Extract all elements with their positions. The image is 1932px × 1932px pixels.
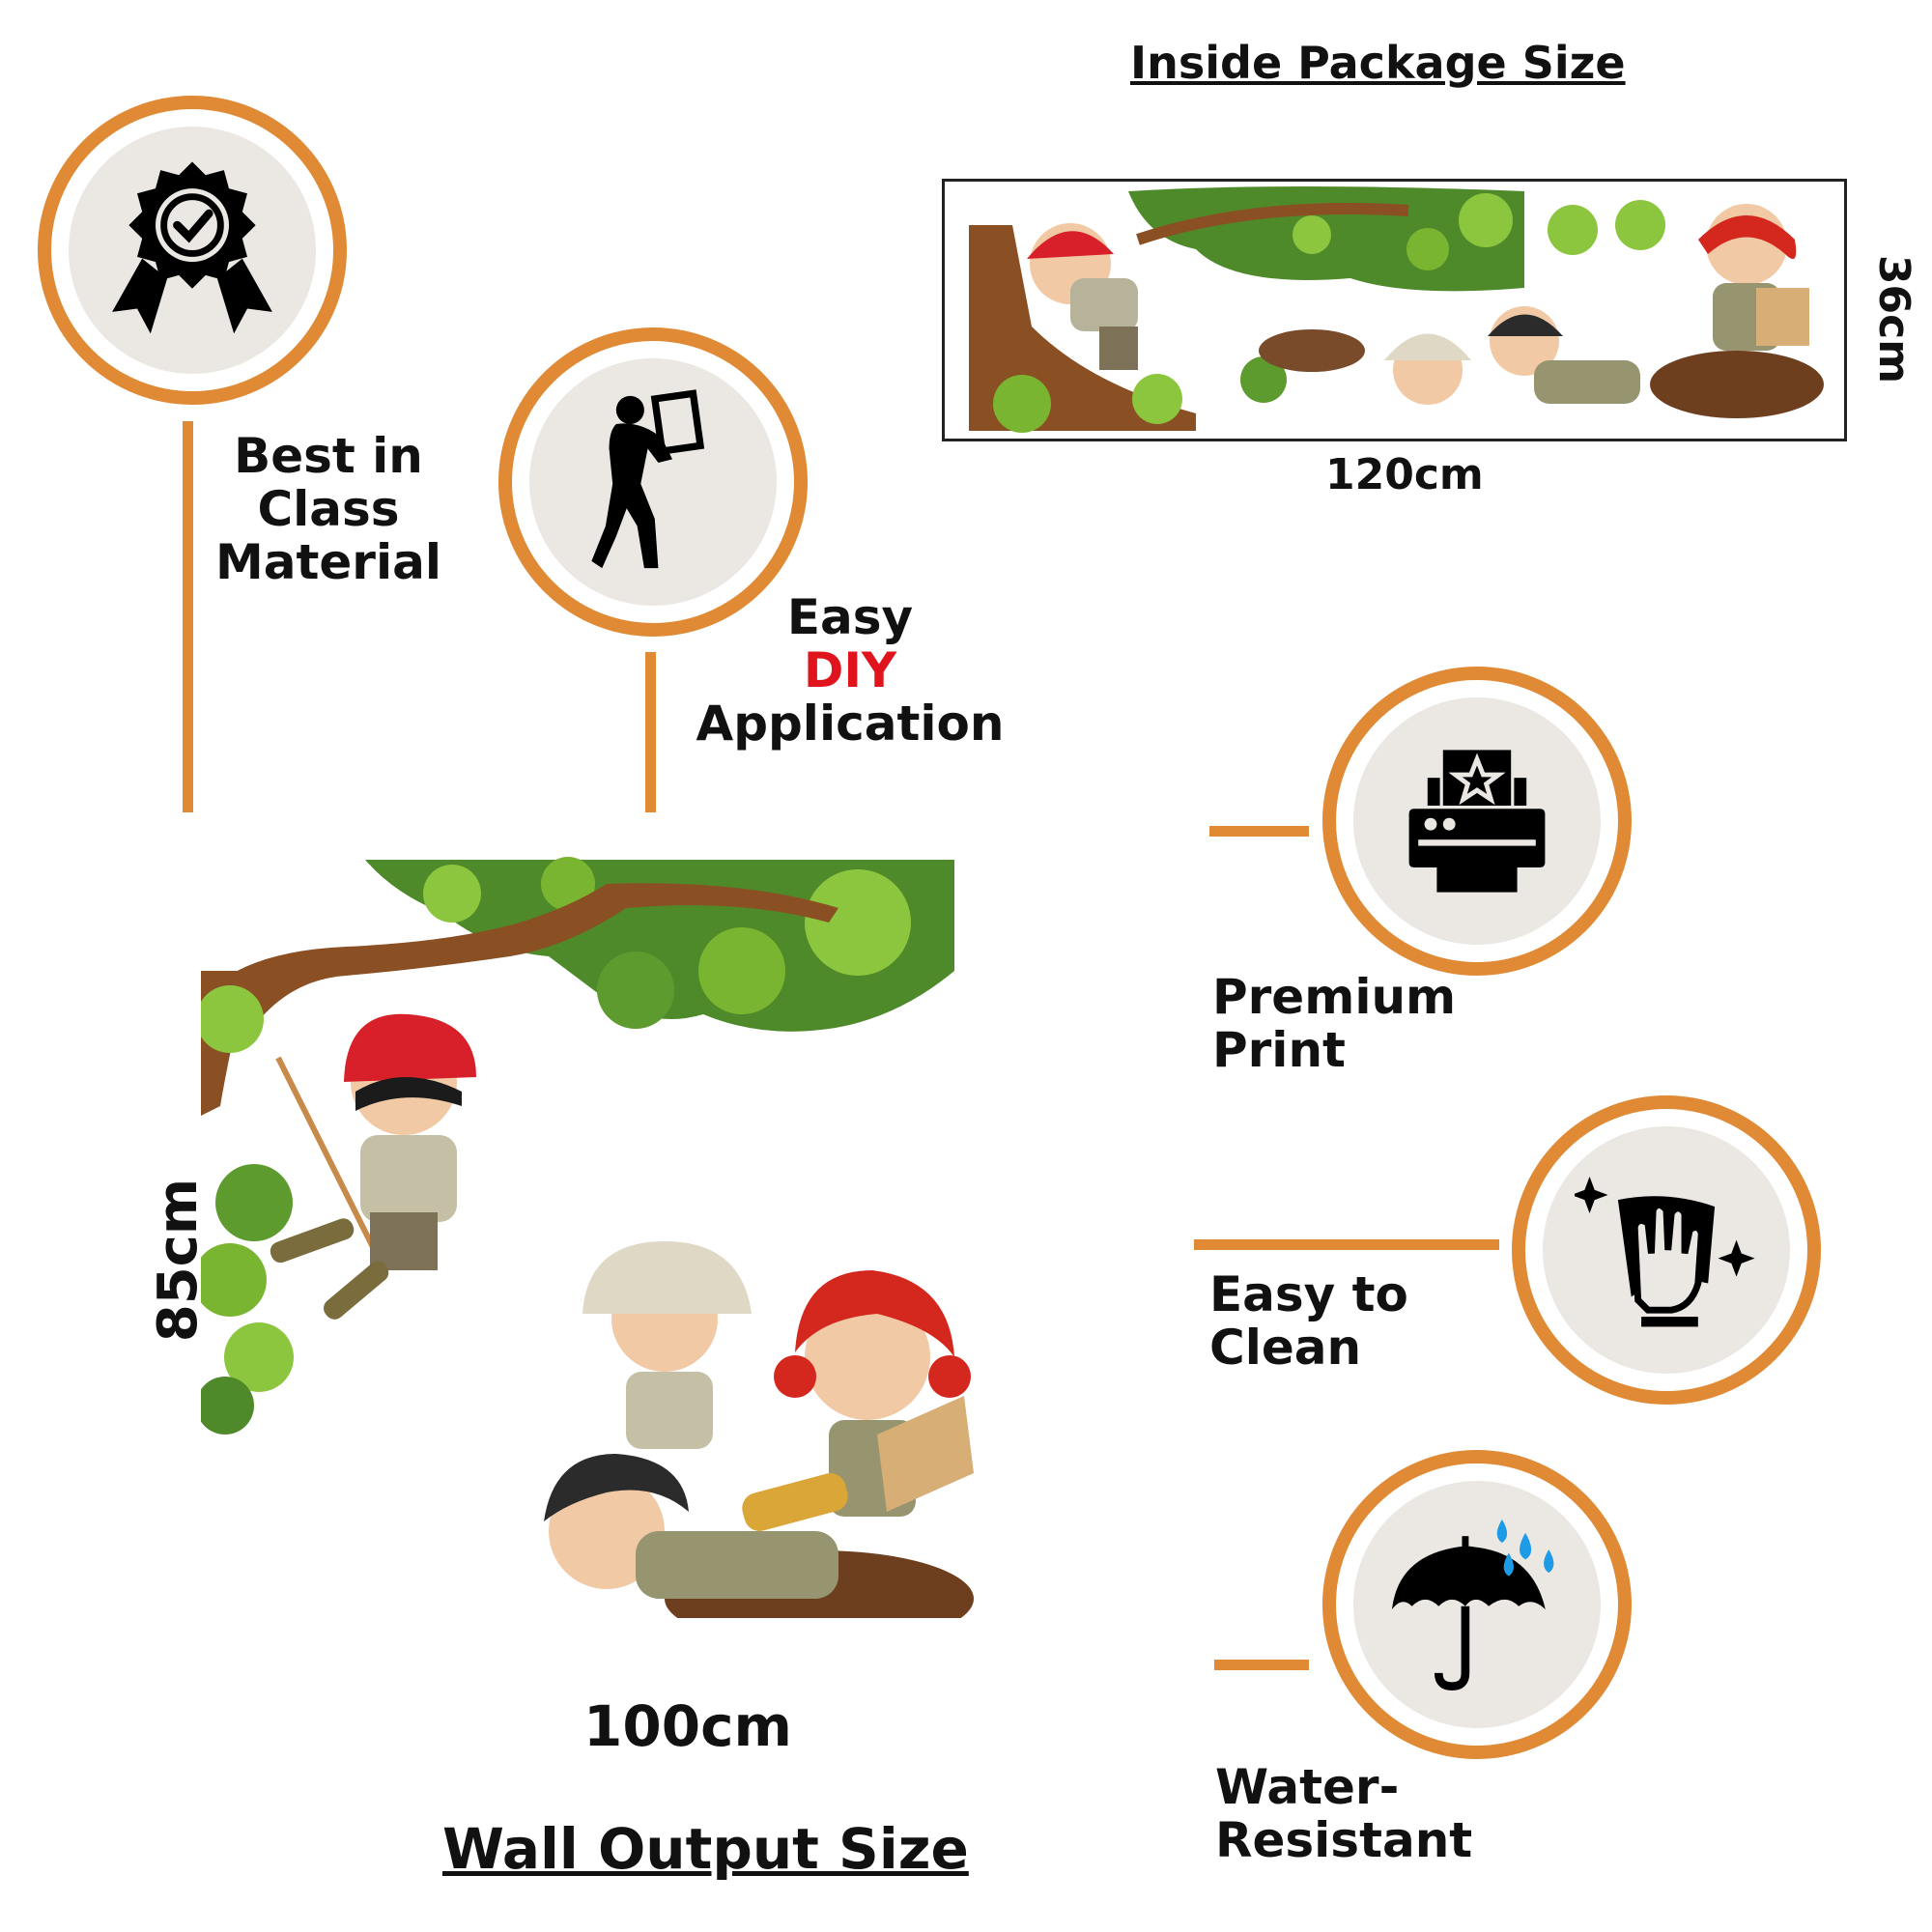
package-preview-frame (942, 179, 1847, 441)
diy-connector-line (645, 652, 656, 812)
clean-badge (1512, 1095, 1821, 1405)
wall-width-label: 100cm (583, 1693, 792, 1759)
umbrella-rain-icon (1391, 1519, 1554, 1690)
diy-badge (498, 327, 808, 637)
water-connector-line (1214, 1660, 1309, 1670)
package-size-title: Inside Package Size (1130, 37, 1626, 89)
wall-sticker-illustration (201, 857, 974, 1618)
print-connector-line (1209, 826, 1309, 837)
person-carrying-sheet-icon (591, 389, 705, 569)
clean-label-line2: Clean (1209, 1320, 1362, 1376)
hand-wiping-icon (1575, 1177, 1755, 1327)
water-badge (1322, 1450, 1632, 1759)
diy-label-line3: Application (696, 696, 1005, 752)
clean-label: Easy to Clean (1209, 1268, 1408, 1375)
wall-size-title: Wall Output Size (442, 1816, 969, 1882)
clean-label-line1: Easy to (1209, 1266, 1408, 1322)
award-badge-icon (112, 161, 272, 334)
material-label-line3: Material (215, 534, 441, 590)
material-badge (38, 96, 347, 405)
material-label-line2: Class (257, 481, 400, 537)
print-label: Premium Print (1212, 971, 1456, 1077)
print-label-line1: Premium (1212, 969, 1457, 1025)
package-sticker-sheet-illustration (969, 186, 1824, 433)
material-label-line1: Best in (234, 428, 423, 484)
water-label-line1: Water- (1215, 1759, 1400, 1815)
material-label: Best in Class Material (208, 430, 449, 589)
print-label-line2: Print (1212, 1022, 1346, 1078)
diy-label-line2: DIY (803, 642, 897, 698)
print-badge (1322, 667, 1632, 976)
water-label-line2: Resistant (1215, 1812, 1473, 1868)
wall-height-label: 85cm (147, 1178, 211, 1343)
clean-connector-line (1194, 1239, 1499, 1250)
diy-label-line1: Easy (786, 589, 914, 645)
diy-label: Easy DIY Application (691, 591, 1009, 751)
package-width-label: 120cm (1325, 450, 1484, 499)
material-connector-line (183, 421, 193, 812)
water-label: Water- Resistant (1215, 1761, 1472, 1867)
printer-icon (1408, 750, 1546, 893)
package-height-label: 36cm (1869, 254, 1919, 384)
